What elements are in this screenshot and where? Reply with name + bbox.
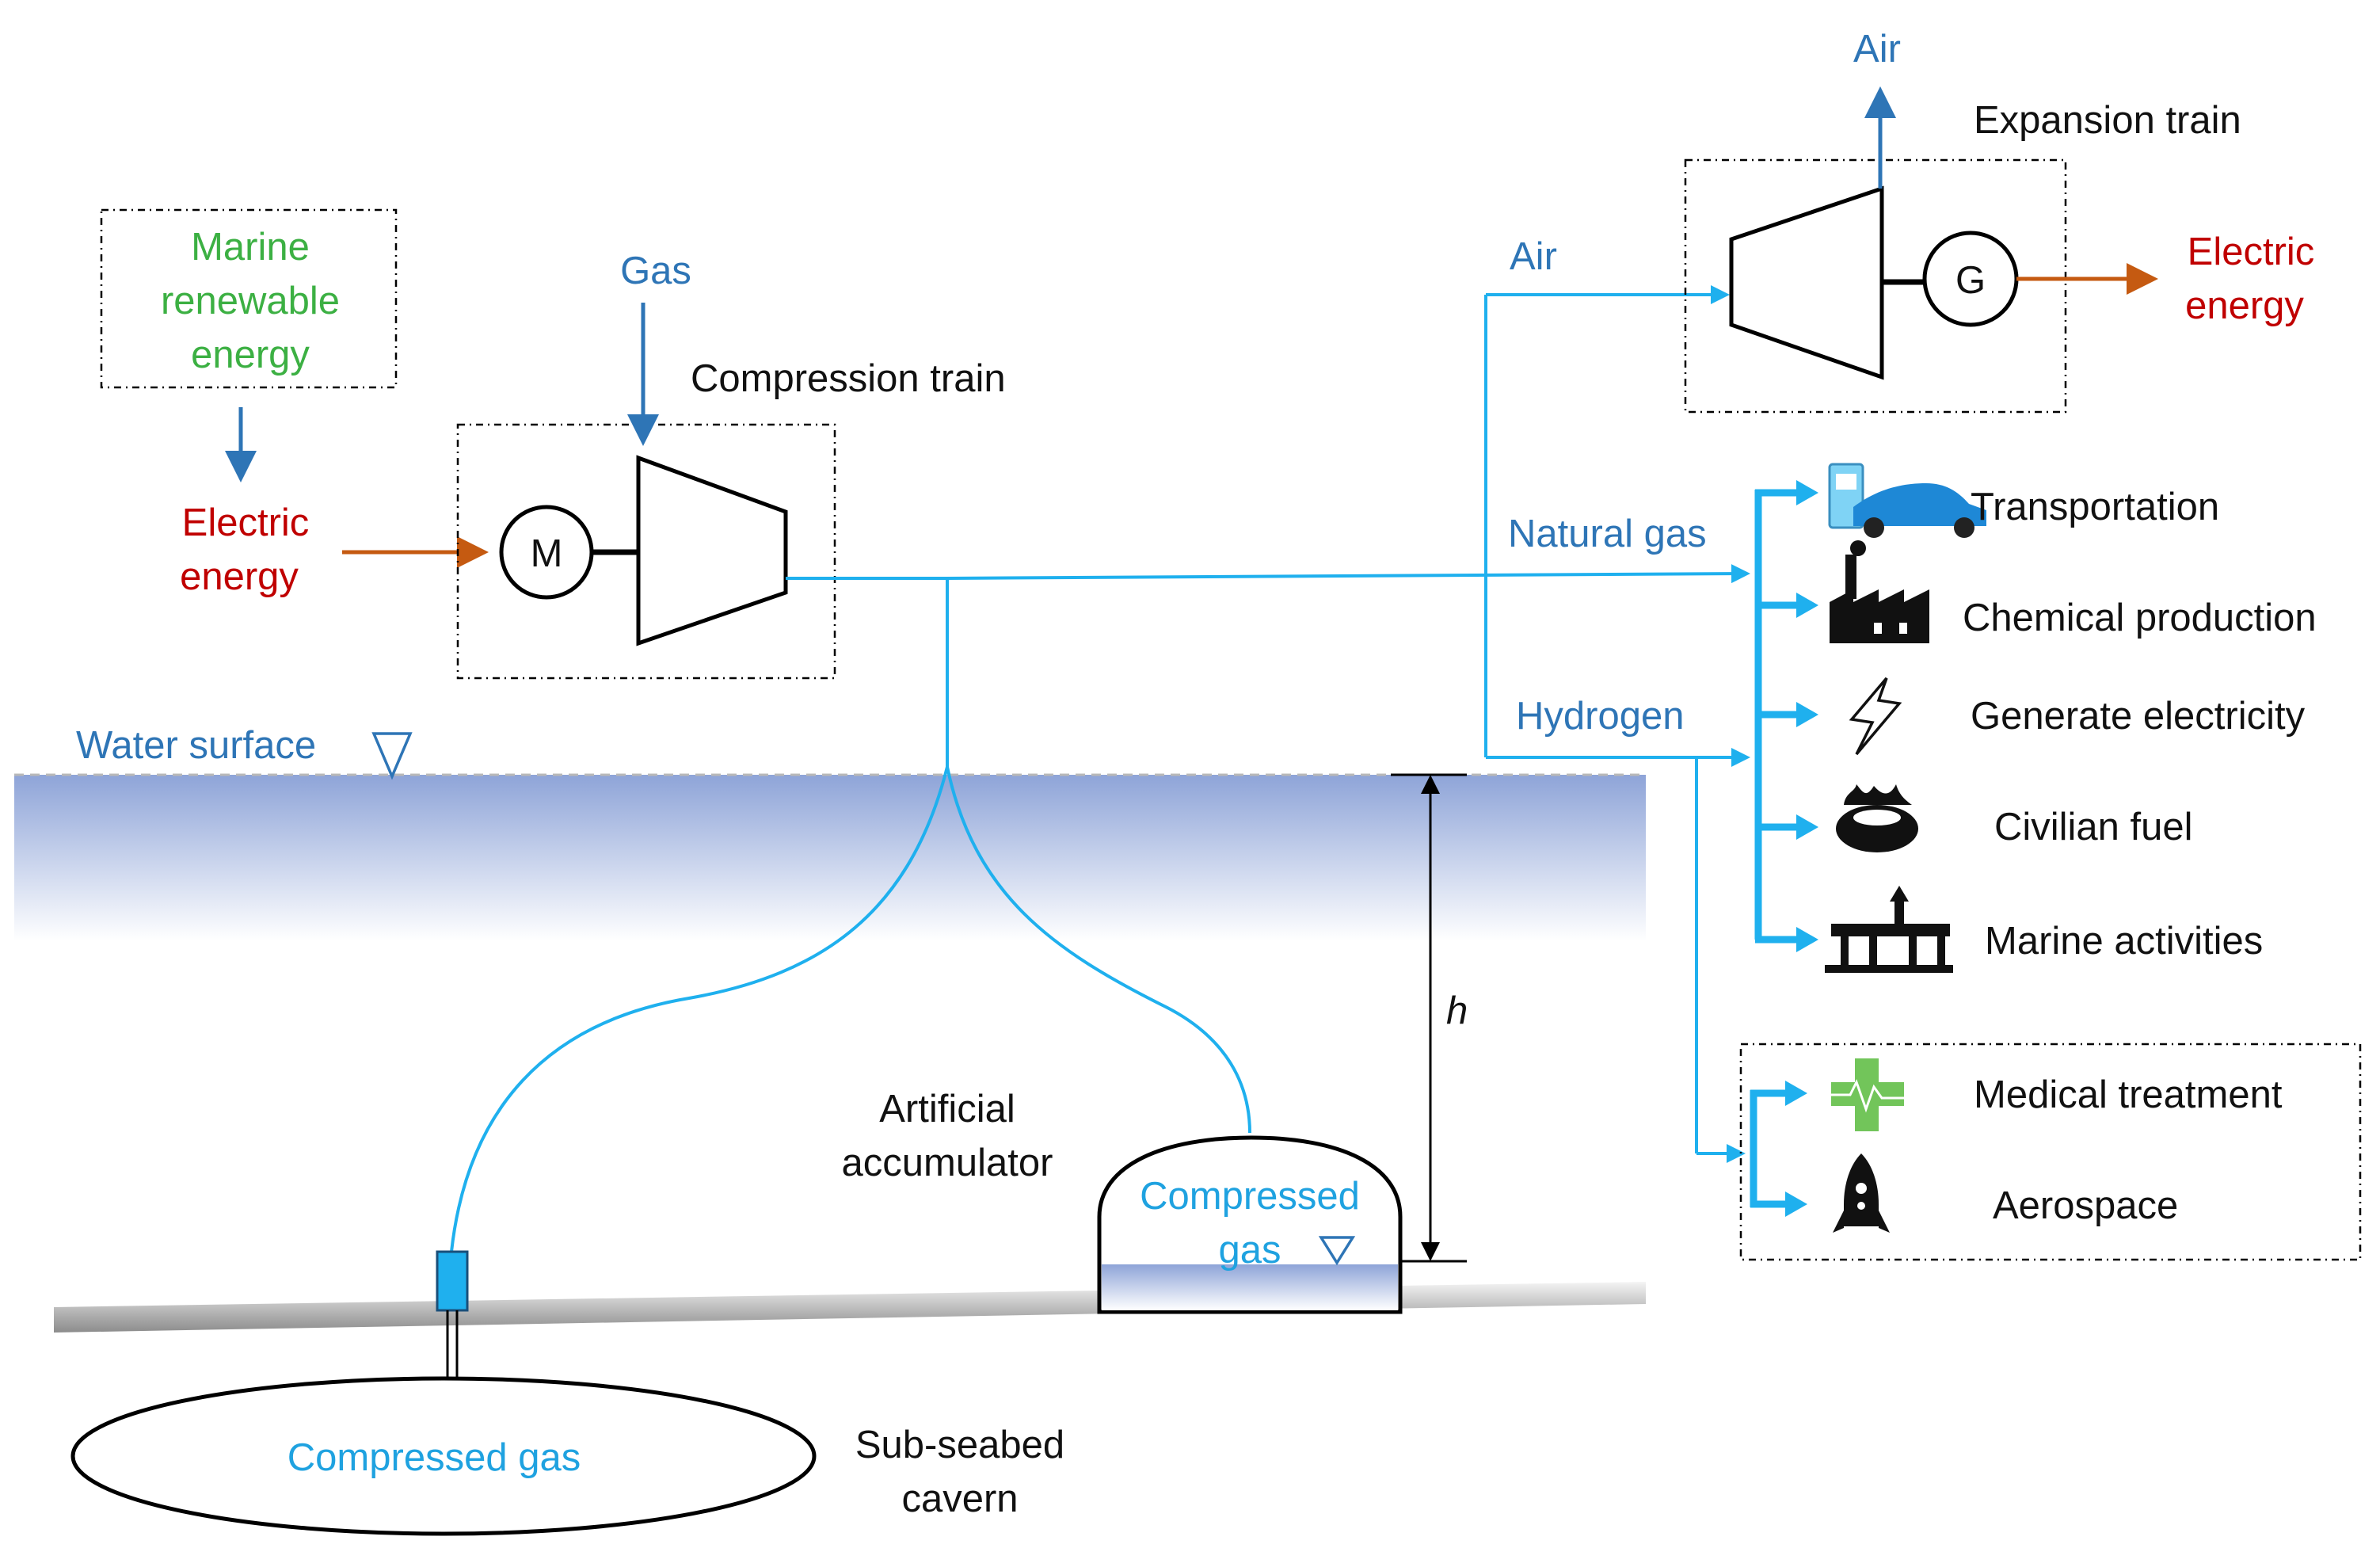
motor-label: M [531, 532, 563, 575]
renewable-box [100, 208, 398, 389]
app-label-medical: Medical treatment [1974, 1073, 2283, 1116]
offshore-platform-icon [1825, 886, 1953, 973]
accumulator-water [1102, 1264, 1398, 1310]
compression-title: Compression train [691, 357, 1006, 400]
factory-icon [1830, 540, 1929, 643]
cavern-label-line1: Sub-seabed [855, 1424, 1064, 1466]
water-surface-label: Water surface [76, 724, 316, 767]
electric-output-line2: energy [2185, 284, 2304, 327]
pipe-network [450, 285, 1750, 1253]
pipe-to-accumulator [946, 766, 1251, 1134]
accumulator-gas-line1: Compressed [1140, 1175, 1360, 1218]
lightning-icon [1849, 677, 1902, 756]
compression-train: Compression train Gas M [456, 250, 1006, 680]
app-label-aerospace: Aerospace [1993, 1184, 2178, 1227]
application-bus [1754, 480, 1818, 952]
renewable-label-line2: renewable [161, 280, 340, 322]
bus-arrow-chemical [1796, 593, 1818, 618]
hydrogen-label: Hydrogen [1516, 695, 1684, 738]
hydrogen-uses-box [1739, 1043, 2362, 1261]
h2-arrow-aerospace [1785, 1192, 1807, 1217]
accumulator-label-line2: accumulator [842, 1142, 1053, 1184]
app-label-civilian: Civilian fuel [1994, 806, 2193, 848]
compressor-icon [636, 455, 788, 646]
turbine-icon [1729, 185, 1884, 380]
app-label-chemical: Chemical production [1963, 597, 2317, 639]
expansion-title: Expansion train [1974, 99, 2241, 142]
accumulator-label-line1: Artificial [879, 1088, 1015, 1130]
natural-gas-label: Natural gas [1508, 513, 1707, 555]
water-body [14, 775, 1646, 941]
cavern-ellipse [70, 1376, 817, 1536]
electric-input-line1: Electric [182, 501, 310, 544]
app-label-transportation: Transportation [1971, 486, 2219, 528]
depth-label: h [1446, 989, 1468, 1032]
accumulator-gas-line2: gas [1218, 1229, 1281, 1272]
bus-arrow-civilian [1796, 814, 1818, 840]
pipe-to-cavern [450, 766, 949, 1253]
h2-arrow-medical [1785, 1081, 1807, 1106]
artificial-accumulator: Artificial accumulator Compressed gas [842, 1088, 1403, 1314]
fuel-pump-car-icon [1828, 463, 1986, 538]
seabed [54, 1282, 1646, 1333]
expansion-box [1684, 158, 2067, 414]
water-level-triangle-icon [371, 732, 413, 780]
gas-inlet-label: Gas [620, 250, 691, 292]
rocket-icon [1833, 1153, 1890, 1233]
depth-indicator: h [1391, 773, 1468, 1263]
medical-cross-icon [1831, 1058, 1904, 1131]
bus-arrow-electricity [1796, 702, 1818, 727]
accumulator-level-triangle-icon [1318, 1236, 1356, 1266]
hydrogen-uses: Medical treatment Aerospace [1739, 1043, 2362, 1261]
gas-burner-icon [1836, 784, 1918, 852]
renewable-label-line1: Marine [191, 226, 310, 269]
electric-output-line1: Electric [2188, 231, 2315, 273]
electric-input-line2: energy [180, 555, 299, 598]
bus-arrow-transportation [1796, 480, 1818, 505]
renewable-source: Marine renewable energy Electric energy [100, 208, 489, 598]
renewable-label-line3: energy [191, 334, 310, 376]
main-header-pipe [946, 564, 1750, 584]
app-label-marine: Marine activities [1985, 920, 2263, 963]
app-label-electricity: Generate electricity [1971, 695, 2306, 738]
air-exhaust-label: Air [1853, 28, 1901, 71]
cavern-label-line2: cavern [901, 1477, 1018, 1520]
expansion-train: Expansion train G Electric energy Air [1684, 28, 2315, 414]
air-feed-label: Air [1510, 235, 1557, 278]
cavern-gas-label: Compressed gas [288, 1436, 581, 1479]
bus-arrow-marine [1796, 927, 1818, 952]
wellhead-valve [436, 1250, 469, 1312]
generator-label: G [1955, 259, 1986, 302]
sub-seabed-cavern: Compressed gas Sub-seabed cavern [70, 1250, 1064, 1536]
